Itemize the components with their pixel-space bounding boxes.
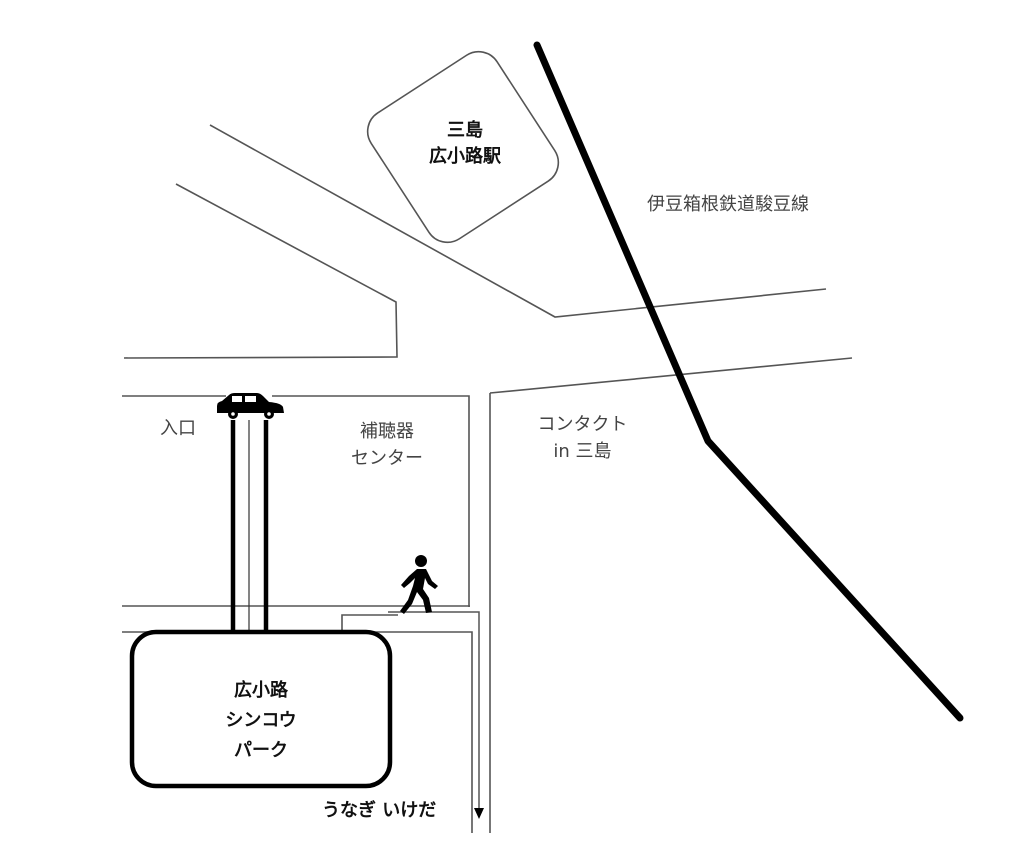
parking-label: 広小路 シンコウ パーク (196, 676, 326, 766)
hearing-center-line1: 補聴器 (360, 421, 414, 442)
car-icon (217, 393, 284, 419)
parking-line1: 広小路 (234, 680, 288, 701)
upper-roads (123, 124, 853, 394)
driveway (230, 420, 269, 670)
entrance-label: 入口 (160, 418, 196, 439)
railway-label: 伊豆箱根鉄道駿豆線 (647, 194, 809, 215)
parking-lot-box (129, 629, 393, 789)
railway-line (533, 41, 964, 722)
parking-line3: パーク (234, 740, 288, 761)
contact-line2: in 三島 (553, 441, 612, 462)
station-label-line2: 広小路駅 (429, 146, 501, 167)
contact-line1: コンタクト (537, 414, 628, 435)
road-horizontal-right (489, 357, 853, 394)
station-label: 三島 広小路駅 (425, 118, 505, 170)
block-top-right (272, 395, 470, 607)
contact-label: コンタクト in 三島 (525, 411, 640, 465)
station-box (366, 50, 560, 244)
unagi-label: うなぎ いけだ (322, 800, 437, 821)
parking-line2: シンコウ (225, 710, 297, 731)
station-label-line1: 三島 (447, 120, 483, 141)
road-upper-diagonal (209, 124, 827, 318)
hearing-center-label: 補聴器 センター (342, 418, 432, 472)
walking-person-icon (400, 555, 438, 614)
hearing-center-line2: センター (351, 448, 423, 469)
walking-route (388, 611, 484, 819)
road-lower-diagonal (123, 183, 398, 359)
